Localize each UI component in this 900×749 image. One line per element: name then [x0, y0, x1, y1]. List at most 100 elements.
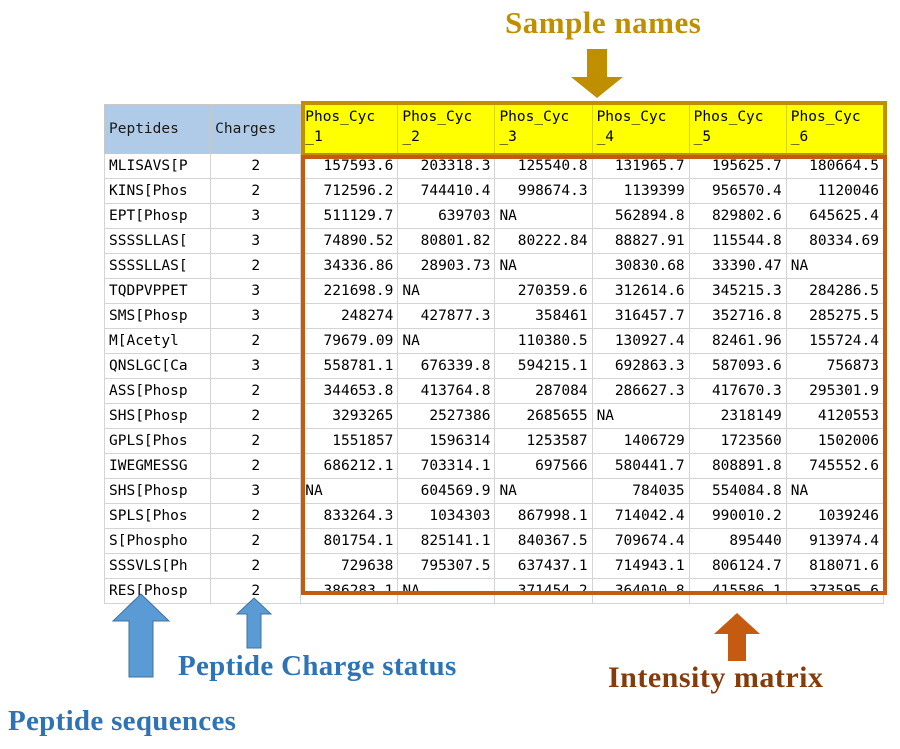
cell-intensity[interactable]: 744410.4: [397, 178, 496, 204]
cell-intensity[interactable]: 345215.3: [688, 278, 787, 304]
cell-charge[interactable]: 2: [210, 253, 302, 279]
cell-charge[interactable]: 2: [210, 328, 302, 354]
cell-intensity[interactable]: 80222.84: [494, 228, 593, 254]
cell-charge[interactable]: 2: [210, 553, 302, 579]
cell-intensity[interactable]: 825141.1: [397, 528, 496, 554]
cell-intensity[interactable]: 316457.7: [591, 303, 690, 329]
cell-intensity[interactable]: 284286.5: [785, 278, 885, 304]
column-header-sample-1[interactable]: Phos_Cyc _1: [300, 104, 399, 154]
cell-intensity[interactable]: 130927.4: [591, 328, 690, 354]
cell-charge[interactable]: 3: [210, 353, 302, 379]
column-header-charges[interactable]: Charges: [210, 104, 302, 154]
cell-intensity[interactable]: 580441.7: [591, 453, 690, 479]
cell-intensity[interactable]: NA: [397, 578, 496, 604]
cell-intensity[interactable]: 1139399: [591, 178, 690, 204]
cell-intensity[interactable]: 639703: [397, 203, 496, 229]
cell-intensity[interactable]: 287084: [494, 378, 593, 404]
cell-intensity[interactable]: 371454.2: [494, 578, 593, 604]
cell-intensity[interactable]: 88827.91: [591, 228, 690, 254]
cell-intensity[interactable]: 756873: [785, 353, 885, 379]
cell-peptide[interactable]: IWEGMESSG: [103, 453, 212, 479]
cell-intensity[interactable]: 594215.1: [494, 353, 593, 379]
column-header-sample-4[interactable]: Phos_Cyc _4: [591, 104, 690, 154]
cell-peptide[interactable]: RES[Phosp: [103, 578, 212, 604]
cell-intensity[interactable]: 80801.82: [397, 228, 496, 254]
cell-intensity[interactable]: 4120553: [785, 403, 885, 429]
cell-intensity[interactable]: 155724.4: [785, 328, 885, 354]
cell-intensity[interactable]: 637437.1: [494, 553, 593, 579]
cell-intensity[interactable]: NA: [494, 253, 593, 279]
cell-intensity[interactable]: 784035: [591, 478, 690, 504]
cell-intensity[interactable]: 115544.8: [688, 228, 787, 254]
cell-intensity[interactable]: 358461: [494, 303, 593, 329]
cell-intensity[interactable]: 79679.09: [300, 328, 399, 354]
cell-intensity[interactable]: 729638: [300, 553, 399, 579]
cell-intensity[interactable]: 74890.52: [300, 228, 399, 254]
cell-intensity[interactable]: 286627.3: [591, 378, 690, 404]
cell-intensity[interactable]: NA: [397, 328, 496, 354]
cell-intensity[interactable]: 2527386: [397, 403, 496, 429]
cell-peptide[interactable]: SHS[Phosp: [103, 403, 212, 429]
cell-intensity[interactable]: 34336.86: [300, 253, 399, 279]
cell-peptide[interactable]: SHS[Phosp: [103, 478, 212, 504]
cell-intensity[interactable]: 80334.69: [785, 228, 885, 254]
cell-intensity[interactable]: 312614.6: [591, 278, 690, 304]
cell-intensity[interactable]: 28903.73: [397, 253, 496, 279]
column-header-peptides[interactable]: Peptides: [103, 104, 212, 154]
cell-intensity[interactable]: 587093.6: [688, 353, 787, 379]
cell-charge[interactable]: 3: [210, 228, 302, 254]
column-header-sample-2[interactable]: Phos_Cyc _2: [397, 104, 496, 154]
cell-intensity[interactable]: 195625.7: [688, 153, 787, 179]
cell-intensity[interactable]: 413764.8: [397, 378, 496, 404]
cell-intensity[interactable]: 829802.6: [688, 203, 787, 229]
cell-intensity[interactable]: 82461.96: [688, 328, 787, 354]
cell-intensity[interactable]: 795307.5: [397, 553, 496, 579]
cell-intensity[interactable]: 180664.5: [785, 153, 885, 179]
cell-intensity[interactable]: 511129.7: [300, 203, 399, 229]
cell-intensity[interactable]: 709674.4: [591, 528, 690, 554]
cell-peptide[interactable]: SPLS[Phos: [103, 503, 212, 529]
cell-intensity[interactable]: 417670.3: [688, 378, 787, 404]
cell-intensity[interactable]: 913974.4: [785, 528, 885, 554]
cell-intensity[interactable]: NA: [494, 478, 593, 504]
cell-intensity[interactable]: 364010.8: [591, 578, 690, 604]
cell-charge[interactable]: 2: [210, 528, 302, 554]
cell-intensity[interactable]: 2318149: [688, 403, 787, 429]
cell-intensity[interactable]: 1034303: [397, 503, 496, 529]
cell-intensity[interactable]: 1596314: [397, 428, 496, 454]
cell-intensity[interactable]: 125540.8: [494, 153, 593, 179]
cell-intensity[interactable]: 203318.3: [397, 153, 496, 179]
cell-peptide[interactable]: SSSVLS[Ph: [103, 553, 212, 579]
cell-intensity[interactable]: 998674.3: [494, 178, 593, 204]
cell-peptide[interactable]: QNSLGC[Ca: [103, 353, 212, 379]
cell-intensity[interactable]: 818071.6: [785, 553, 885, 579]
cell-intensity[interactable]: 676339.8: [397, 353, 496, 379]
cell-intensity[interactable]: 352716.8: [688, 303, 787, 329]
cell-intensity[interactable]: 1406729: [591, 428, 690, 454]
cell-intensity[interactable]: 645625.4: [785, 203, 885, 229]
cell-peptide[interactable]: GPLS[Phos: [103, 428, 212, 454]
cell-charge[interactable]: 2: [210, 403, 302, 429]
cell-peptide[interactable]: EPT[Phosp: [103, 203, 212, 229]
column-header-sample-6[interactable]: Phos_Cyc _6: [785, 104, 885, 154]
cell-intensity[interactable]: 867998.1: [494, 503, 593, 529]
cell-peptide[interactable]: KINS[Phos: [103, 178, 212, 204]
cell-peptide[interactable]: ASS[Phosp: [103, 378, 212, 404]
cell-intensity[interactable]: 3293265: [300, 403, 399, 429]
cell-intensity[interactable]: 712596.2: [300, 178, 399, 204]
cell-intensity[interactable]: 714943.1: [591, 553, 690, 579]
cell-intensity[interactable]: 1039246: [785, 503, 885, 529]
cell-charge[interactable]: 2: [210, 153, 302, 179]
cell-intensity[interactable]: 386283.1: [300, 578, 399, 604]
cell-intensity[interactable]: 221698.9: [300, 278, 399, 304]
cell-intensity[interactable]: NA: [785, 253, 885, 279]
cell-intensity[interactable]: 956570.4: [688, 178, 787, 204]
cell-intensity[interactable]: 295301.9: [785, 378, 885, 404]
cell-intensity[interactable]: 1551857: [300, 428, 399, 454]
cell-intensity[interactable]: 686212.1: [300, 453, 399, 479]
cell-charge[interactable]: 2: [210, 428, 302, 454]
cell-peptide[interactable]: S[Phospho: [103, 528, 212, 554]
cell-intensity[interactable]: 558781.1: [300, 353, 399, 379]
cell-intensity[interactable]: 745552.6: [785, 453, 885, 479]
cell-intensity[interactable]: 604569.9: [397, 478, 496, 504]
